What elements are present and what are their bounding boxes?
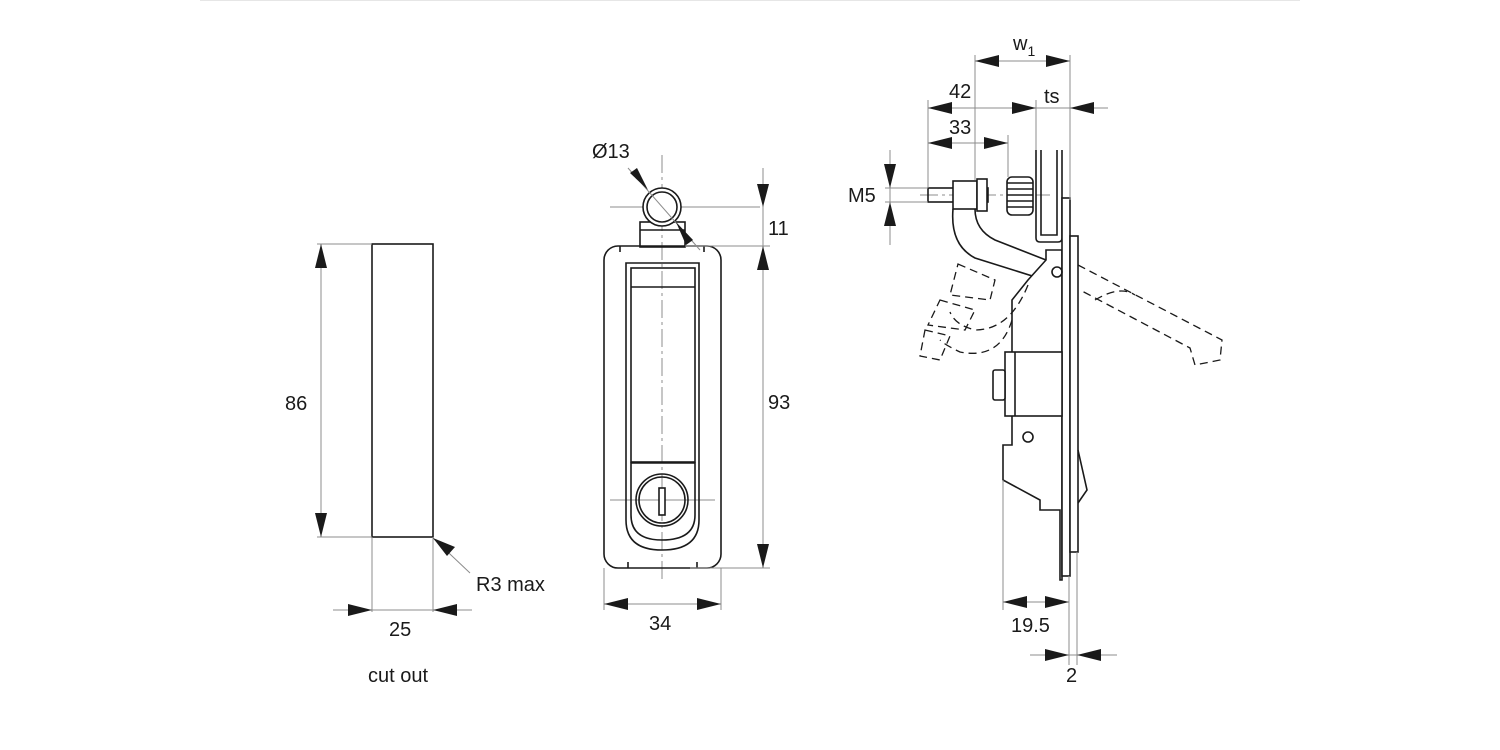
knurled-knob: [1006, 176, 1034, 216]
u-bracket-inner: [1040, 150, 1058, 236]
height-label: 93: [768, 392, 790, 414]
arrowhead: [757, 246, 769, 270]
thread-label: M5: [848, 185, 876, 207]
arrowhead: [1045, 649, 1069, 661]
lock-recess: [630, 462, 696, 541]
key-slot: [658, 487, 666, 516]
arrowhead: [1012, 102, 1036, 114]
latch-body: [603, 245, 722, 569]
arrowhead: [1070, 102, 1094, 114]
arrowhead: [315, 244, 327, 268]
cylinder-lock: [635, 473, 689, 527]
dim-42-label: 42: [949, 81, 971, 103]
nut: [952, 180, 978, 210]
cam-tab: [1077, 449, 1088, 504]
diameter-label: Ø13: [592, 141, 630, 163]
arrowhead: [928, 137, 952, 149]
arrowhead: [1003, 596, 1027, 608]
knurl-lines: [1007, 182, 1033, 208]
arrowhead: [348, 604, 372, 616]
arrowhead: [1077, 649, 1101, 661]
plate-label: 2: [1066, 665, 1077, 687]
arrowhead: [630, 168, 648, 190]
cutout-rectangle: [371, 243, 434, 538]
arrowhead: [928, 102, 952, 114]
lock-cylinder-body: [1004, 351, 1063, 417]
arrowhead: [604, 598, 628, 610]
depth-label: 19.5: [1011, 615, 1050, 637]
hex-nut: [992, 369, 1006, 401]
w1-label: w1: [1012, 33, 1035, 59]
arrowhead: [757, 544, 769, 568]
curved-arm-inner: [974, 208, 1047, 261]
arrowhead: [884, 202, 896, 226]
cutout-caption: cut out: [368, 665, 428, 687]
arrowhead: [975, 55, 999, 67]
arrowhead: [1046, 55, 1070, 67]
arrowhead: [884, 164, 896, 188]
arrowhead: [315, 513, 327, 537]
front-view: 11 93 34 Ø13: [592, 141, 790, 635]
u-bracket: [1035, 150, 1063, 243]
width-label: 34: [649, 613, 671, 635]
radius-label: R3 max: [476, 574, 545, 596]
side-view: w1 42 ts 33 M5 19.5 2: [848, 33, 1223, 687]
cutout-height-label: 86: [285, 393, 307, 415]
cutout-view: 86 25 R3 max cut out: [285, 243, 545, 687]
inner-frame: [625, 262, 700, 551]
cylinder-lock-inner: [638, 476, 686, 524]
arrowhead: [433, 604, 457, 616]
arrowhead: [984, 137, 1008, 149]
arrowhead: [676, 222, 693, 245]
nut-2: [976, 178, 988, 212]
hole-2: [1022, 431, 1034, 443]
adjuster-knob-inner: [646, 191, 678, 223]
cutout-width-label: 25: [389, 619, 411, 641]
ts-label: ts: [1044, 86, 1060, 108]
offset-label: 11: [768, 218, 789, 240]
arrowhead: [697, 598, 721, 610]
w1-label-main: w: [1012, 33, 1028, 55]
arrowhead: [433, 538, 455, 556]
mounting-plate: [1061, 197, 1071, 577]
swung-handle-phantom: [919, 263, 1223, 366]
handle-lever: [630, 267, 696, 463]
hole: [1051, 266, 1063, 278]
dim-33-label: 33: [949, 117, 971, 139]
panel-plate: [1069, 235, 1079, 553]
arrowhead: [757, 184, 769, 207]
arrowhead: [1045, 596, 1069, 608]
curved-arm: [951, 208, 1046, 281]
w1-subscript: 1: [1027, 43, 1035, 59]
